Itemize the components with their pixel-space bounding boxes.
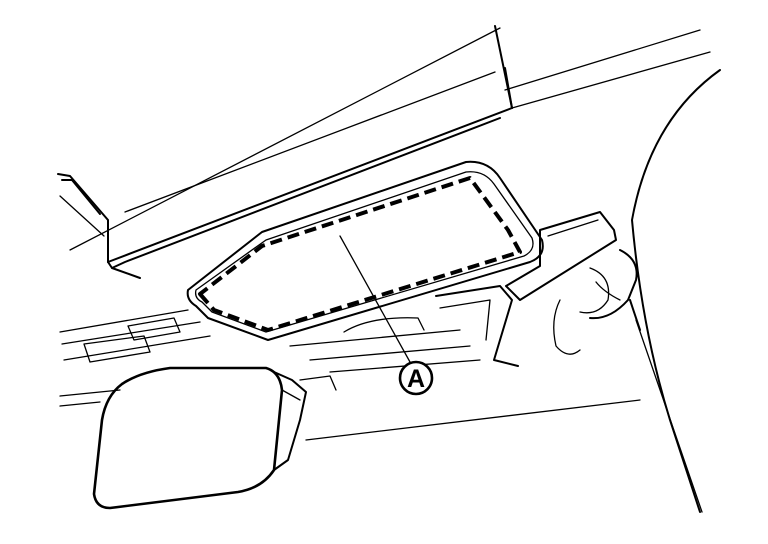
callout-a-circle	[398, 360, 434, 396]
rear-view-mirror	[92, 366, 307, 510]
pillar	[631, 69, 721, 513]
callout-a: A	[339, 235, 434, 396]
console-lens-outline	[198, 176, 522, 332]
lower-trim	[59, 309, 641, 441]
headliner-panel	[69, 25, 711, 279]
callout-a-label: A	[407, 365, 425, 393]
left-bracket	[57, 173, 109, 263]
callout-leader-line	[339, 235, 411, 363]
right-bracket	[435, 211, 641, 367]
overhead-console	[186, 160, 544, 341]
